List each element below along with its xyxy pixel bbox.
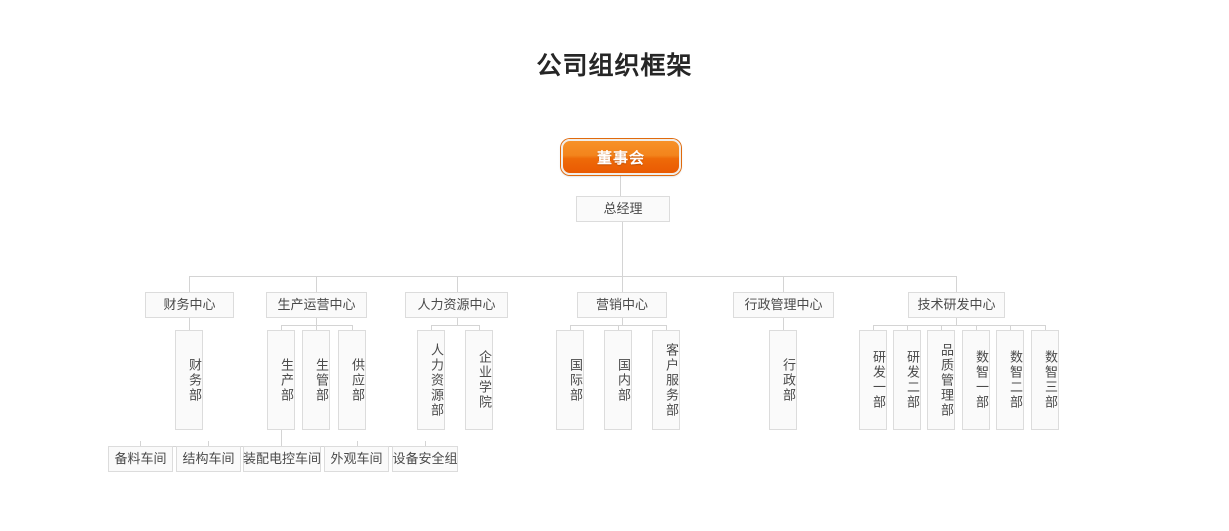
node-international-department[interactable]: 国际部 <box>556 330 584 430</box>
node-corporate-academy[interactable]: 企业学院 <box>465 330 493 430</box>
node-digital-department-1[interactable]: 数智一部 <box>962 330 990 430</box>
node-rd-department-1[interactable]: 研发一部 <box>859 330 887 430</box>
node-board-of-directors[interactable]: 董事会 <box>561 139 681 175</box>
connector-workshop-drop-1 <box>140 441 141 446</box>
connector-bus-to-finance <box>189 276 190 292</box>
connector-rd-drop-5 <box>1010 325 1011 330</box>
connector-production-drop-2 <box>316 325 317 330</box>
node-supply-department[interactable]: 供应部 <box>338 330 366 430</box>
connector-marketing-drop-3 <box>666 325 667 330</box>
node-marketing-center[interactable]: 营销中心 <box>577 292 667 318</box>
connector-rd-drop-6 <box>1045 325 1046 330</box>
node-finance-center[interactable]: 财务中心 <box>145 292 234 318</box>
node-assembly-electrical-control-workshop[interactable]: 装配电控车间 <box>243 446 321 472</box>
connector-rd-drop-3 <box>941 325 942 330</box>
node-administration-center[interactable]: 行政管理中心 <box>733 292 834 318</box>
node-general-manager[interactable]: 总经理 <box>576 196 670 222</box>
node-appearance-workshop[interactable]: 外观车间 <box>324 446 389 472</box>
page-title: 公司组织框架 <box>536 52 693 80</box>
node-equipment-safety-group[interactable]: 设备安全组 <box>392 446 458 472</box>
node-digital-department-3[interactable]: 数智三部 <box>1031 330 1059 430</box>
connector-bus-to-marketing <box>622 276 623 292</box>
connector-bus-to-rd <box>956 276 957 292</box>
node-customer-service-department[interactable]: 客户服务部 <box>652 330 680 430</box>
connector-hr-stem <box>457 318 458 325</box>
node-administration-department[interactable]: 行政部 <box>769 330 797 430</box>
connector-root-to-gm <box>620 175 621 196</box>
node-human-resources-department[interactable]: 人力资源部 <box>417 330 445 430</box>
connector-gm-to-bus <box>622 221 623 276</box>
connector-rd-drop-1 <box>873 325 874 330</box>
connector-marketing-drop-2 <box>618 325 619 330</box>
node-production-management-department[interactable]: 生管部 <box>302 330 330 430</box>
connector-workshop-drop-3 <box>281 441 282 446</box>
connector-bus-to-admin <box>783 276 784 292</box>
connector-rd-drop-2 <box>907 325 908 330</box>
node-finance-department[interactable]: 财务部 <box>175 330 203 430</box>
connector-admin-to-dept <box>783 318 784 330</box>
connector-production-dept-stem <box>281 430 282 446</box>
connector-workshop-drop-2 <box>208 441 209 446</box>
node-material-preparation-workshop[interactable]: 备料车间 <box>108 446 173 472</box>
connector-workshop-drop-5 <box>425 441 426 446</box>
connector-bus-to-hr <box>457 276 458 292</box>
connector-rd-stem <box>956 318 957 325</box>
connector-hr-drop-2 <box>479 325 480 330</box>
node-domestic-department[interactable]: 国内部 <box>604 330 632 430</box>
connector-rd-drop-4 <box>976 325 977 330</box>
node-quality-management-department[interactable]: 品质管理部 <box>927 330 955 430</box>
connector-marketing-stem <box>622 318 623 325</box>
node-technology-rd-center[interactable]: 技术研发中心 <box>908 292 1005 318</box>
connector-production-drop-3 <box>352 325 353 330</box>
connector-marketing-drop-1 <box>570 325 571 330</box>
node-rd-department-2[interactable]: 研发二部 <box>893 330 921 430</box>
node-production-operations-center[interactable]: 生产运营中心 <box>266 292 367 318</box>
node-structure-workshop[interactable]: 结构车间 <box>176 446 241 472</box>
connector-finance-to-dept <box>189 318 190 330</box>
connector-workshop-drop-4 <box>357 441 358 446</box>
connector-bus-to-production <box>316 276 317 292</box>
connector-production-drop-1 <box>281 325 282 330</box>
connector-production-stem <box>316 318 317 325</box>
node-production-department[interactable]: 生产部 <box>267 330 295 430</box>
node-digital-department-2[interactable]: 数智二部 <box>996 330 1024 430</box>
node-human-resources-center[interactable]: 人力资源中心 <box>405 292 508 318</box>
connector-rd-bus <box>873 325 1045 326</box>
connector-hr-drop-1 <box>431 325 432 330</box>
connector-hr-bus <box>431 325 479 326</box>
connector-main-bus <box>189 276 957 277</box>
